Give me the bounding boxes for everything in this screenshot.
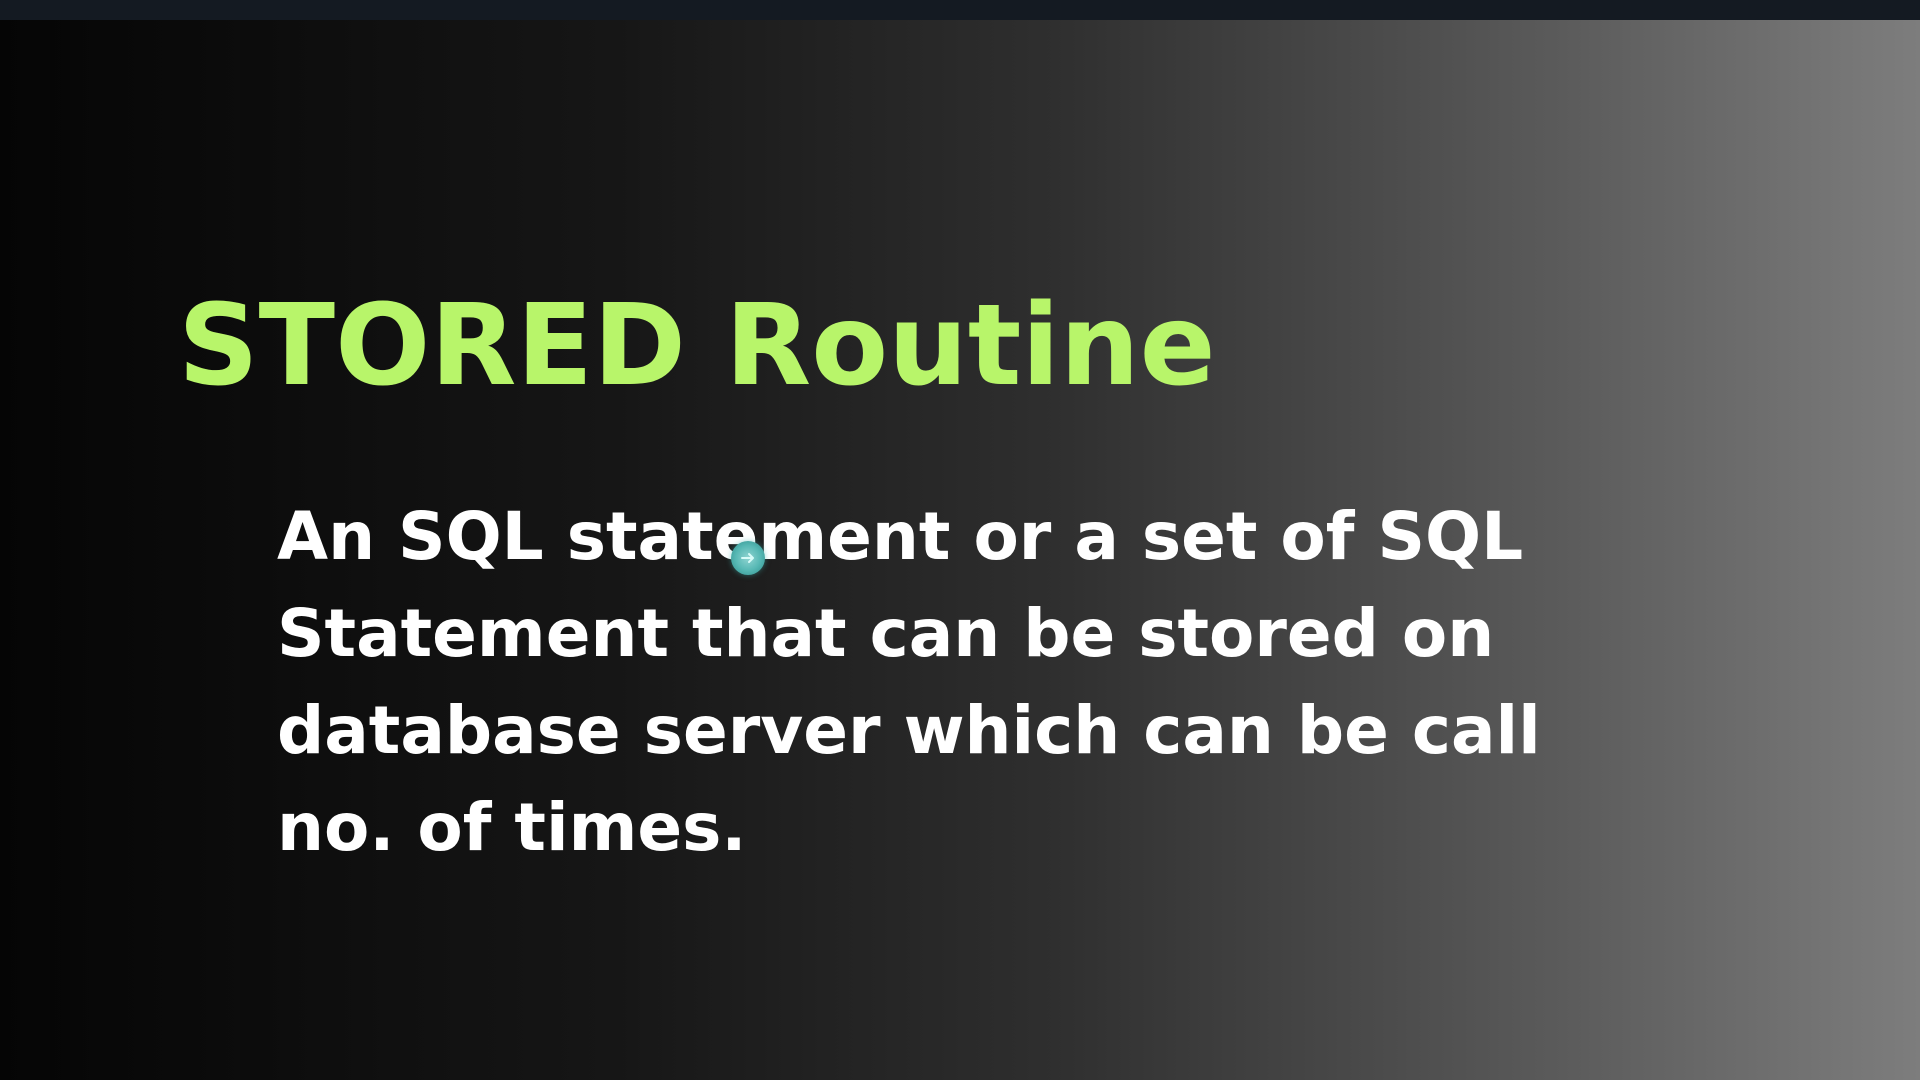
presentation-slide: STORED Routine An SQL statement or a set… [0, 20, 1920, 1080]
top-bar [0, 0, 1920, 20]
cursor-arrow-right-icon [731, 541, 765, 575]
slide-title: STORED Routine [178, 281, 1216, 411]
slide-body-text: An SQL statement or a set of SQL Stateme… [277, 498, 1541, 866]
